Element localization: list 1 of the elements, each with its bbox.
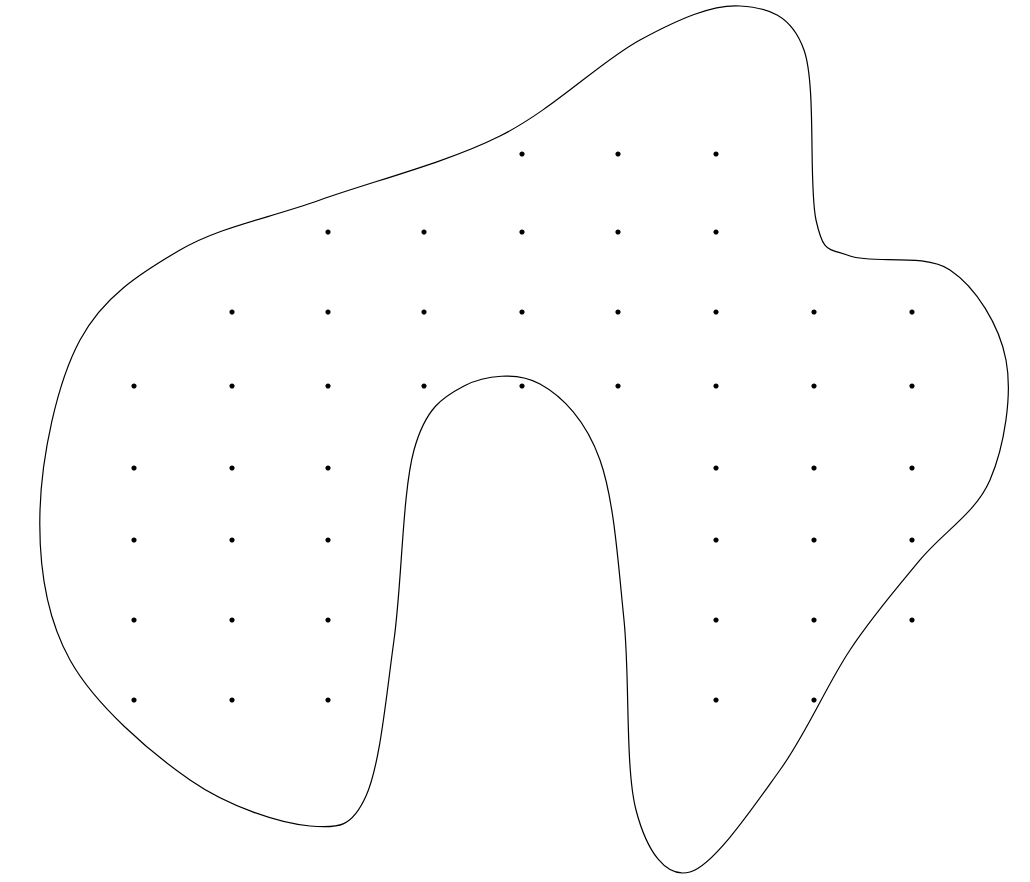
blob-outline xyxy=(39,5,1009,874)
